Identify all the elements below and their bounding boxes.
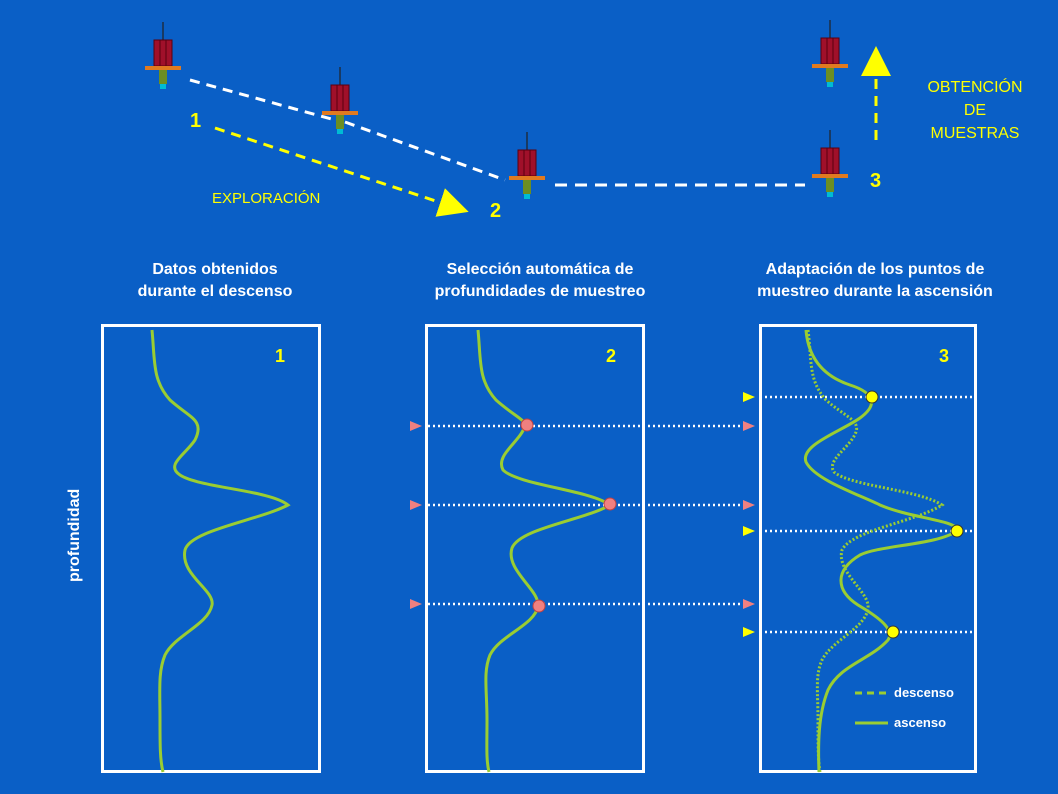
adapted-marker-icon: [743, 526, 755, 536]
panel-3-number: 3: [939, 346, 950, 366]
descent-profile-curve: [150, 329, 291, 773]
depth-marker-icon: [410, 599, 422, 609]
panel-2-number: 2: [606, 346, 617, 366]
sampling-label-line: MUESTRAS: [930, 125, 1020, 142]
heading-line: Adaptación de los puntos de: [765, 261, 985, 278]
heading-line: muestreo durante la ascensión: [757, 283, 993, 300]
sample-point: [520, 418, 534, 432]
panel-2: [425, 324, 645, 773]
descent-profile-curve: [476, 329, 613, 773]
adapted-sample-point: [865, 390, 879, 404]
legend-ascent-label: ascenso: [894, 715, 947, 730]
heading-line: Selección automática de: [446, 261, 634, 278]
panel-2-heading: Selección automática de profundidades de…: [395, 259, 685, 303]
panel-3: [759, 324, 977, 773]
panel-3-heading: Adaptación de los puntos de muestreo dur…: [725, 259, 1025, 303]
sampling-label-line: DE: [963, 102, 987, 119]
adapted-sample-point: [886, 625, 900, 639]
adapted-marker-icon: [743, 627, 755, 637]
step-1-label: 1: [190, 110, 202, 132]
exploration-arrow: [214, 126, 469, 217]
sampling-label-line: OBTENCIÓN: [927, 79, 1023, 96]
heading-line: Datos obtenidos: [152, 261, 278, 278]
step-3-label: 3: [870, 170, 882, 192]
path-segment: [189, 78, 336, 122]
adapted-sample-point: [950, 524, 964, 538]
heading-line: durante el descenso: [137, 283, 293, 300]
adapted-marker-icon: [743, 392, 755, 402]
depth-marker-icon: [743, 421, 755, 431]
exploration-label: EXPLORACIÓN: [212, 190, 321, 207]
step-2-label: 2: [490, 200, 502, 222]
sample-point: [603, 497, 617, 511]
panel-1: [101, 324, 321, 773]
legend-descent-label: descenso: [894, 685, 954, 700]
depth-marker-icon: [410, 421, 422, 431]
sampling-label: OBTENCIÓN DE MUESTRAS: [905, 76, 1045, 145]
sample-point: [532, 599, 546, 613]
descent-profile-curve: [806, 329, 945, 773]
depth-marker-icon: [410, 500, 422, 510]
depth-marker-icon: [743, 500, 755, 510]
heading-line: profundidades de muestreo: [434, 283, 646, 300]
panel-1-number: 1: [275, 346, 286, 366]
path-segment: [344, 120, 506, 182]
panel-1-heading: Datos obtenidos durante el descenso: [90, 259, 340, 303]
depth-marker-icon: [743, 599, 755, 609]
